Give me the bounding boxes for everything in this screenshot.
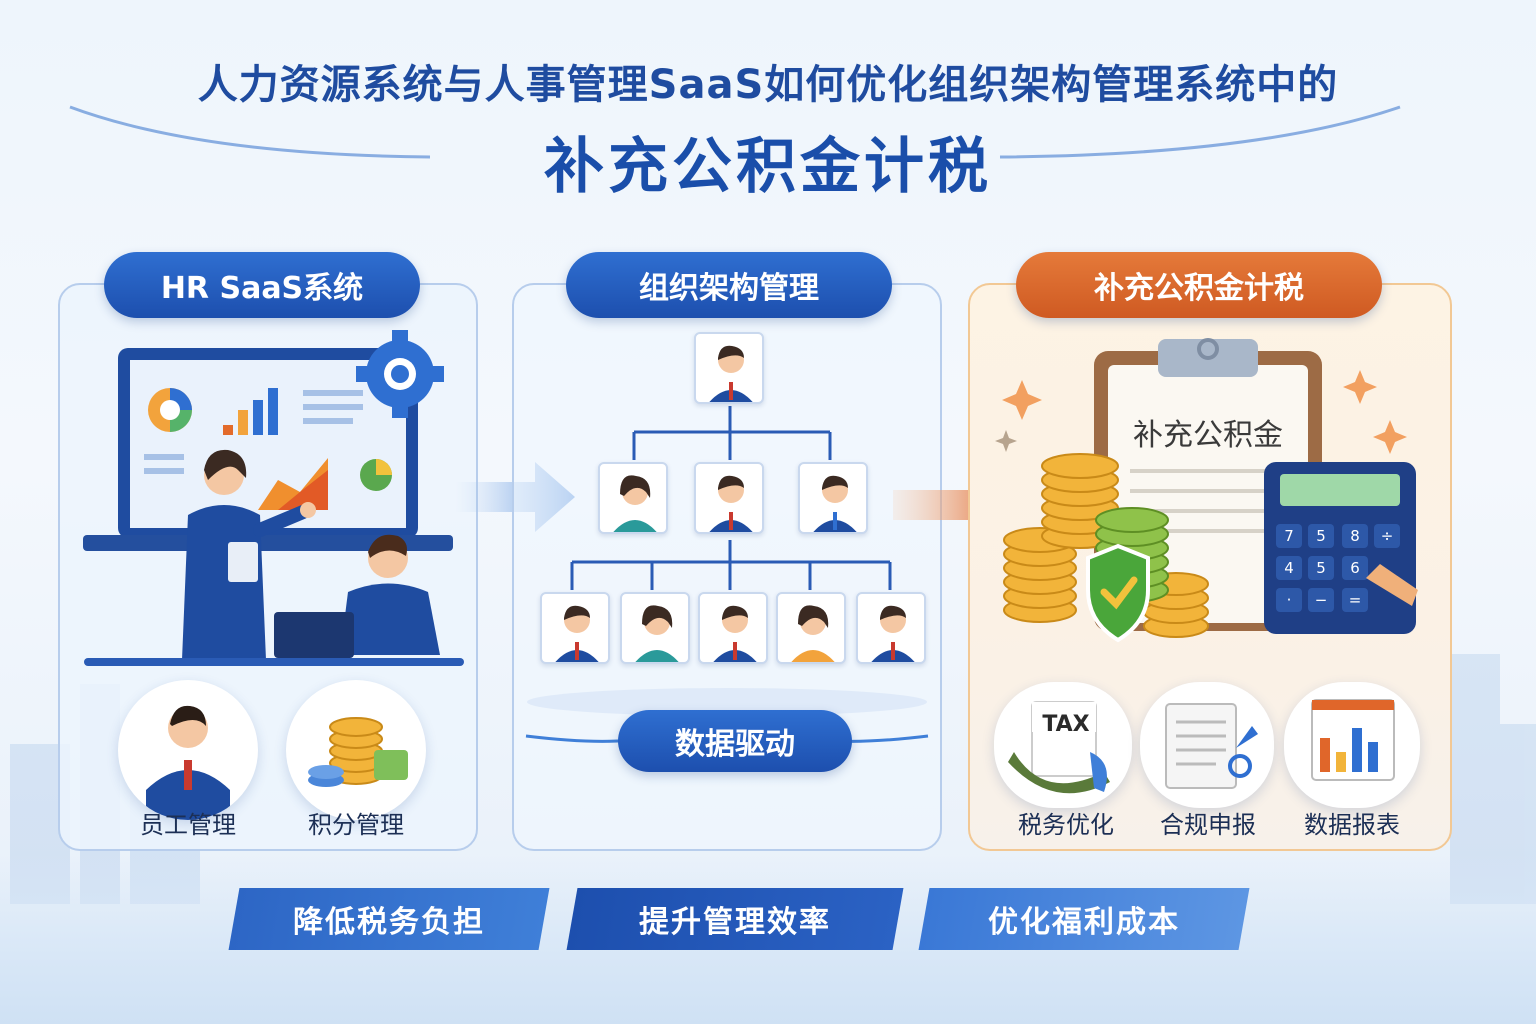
fund-tax-label: 补充公积金计税 [1016,252,1382,318]
org-node-manager-1 [598,462,668,534]
calc-key-7: 6 [1350,559,1360,577]
calc-key-8: · [1286,591,1292,609]
benefit-banner-2: 提升管理效率 [566,888,904,950]
page-title-line1: 人力资源系统与人事管理SaaS如何优化组织架构管理系统中的 [197,62,1339,108]
employee-management-label: 员工管理 [140,811,236,839]
org-node-manager-2 [694,462,764,534]
org-node-staff-2 [620,592,690,664]
org-chart-connectors [570,406,892,590]
tax-tag: TAX [1042,712,1090,737]
points-management-label: 积分管理 [308,811,404,839]
benefit-banner-2-text: 提升管理效率 [639,905,831,940]
data-report-label: 数据报表 [1304,811,1400,839]
compliance-declaration-icon [1140,682,1274,808]
calc-key-6: 5 [1316,559,1326,577]
org-node-staff-4 [776,592,846,664]
org-node-ceo [694,332,764,404]
benefit-banner-3: 优化福利成本 [918,888,1250,950]
title-swoosh-decoration [69,105,1401,159]
org-node-staff-1 [540,592,610,664]
org-node-staff-5 [856,592,926,664]
tax-optimization-label: 税务优化 [1018,811,1114,839]
benefit-banner-1: 降低税务负担 [228,888,550,950]
benefit-banner-1-text: 降低税务负担 [293,905,485,940]
calc-key-10: = [1348,591,1362,609]
employee-management-icon [118,680,258,820]
org-node-manager-3 [798,462,868,534]
calc-key-3: 8 [1350,527,1360,545]
calc-key-5: 4 [1284,559,1294,577]
data-driven-label: 数据驱动 [618,710,852,772]
compliance-declaration-label: 合规申报 [1160,811,1256,839]
org-node-staff-3 [698,592,768,664]
org-structure-label: 组织架构管理 [566,252,892,318]
hr-office-illustration [83,330,464,666]
clipboard-title: 补充公积金 [1133,418,1283,453]
calc-key-9: − [1314,591,1328,609]
page-title-main: 补充公积金计税 [544,132,992,202]
calc-key-2: 5 [1316,527,1326,545]
data-report-icon [1284,682,1420,808]
sparkle-decorations [995,370,1407,454]
hr-saas-label: HR SaaS系统 [104,252,420,318]
calc-key-4: ÷ [1380,527,1394,545]
coins-shield-illustration [1003,453,1209,643]
calculator-illustration [1264,462,1418,634]
points-management-icon [286,680,426,820]
benefit-banner-3-text: 优化福利成本 [988,905,1180,940]
tax-optimization-icon [994,682,1132,808]
calc-key-1: 7 [1284,527,1294,545]
